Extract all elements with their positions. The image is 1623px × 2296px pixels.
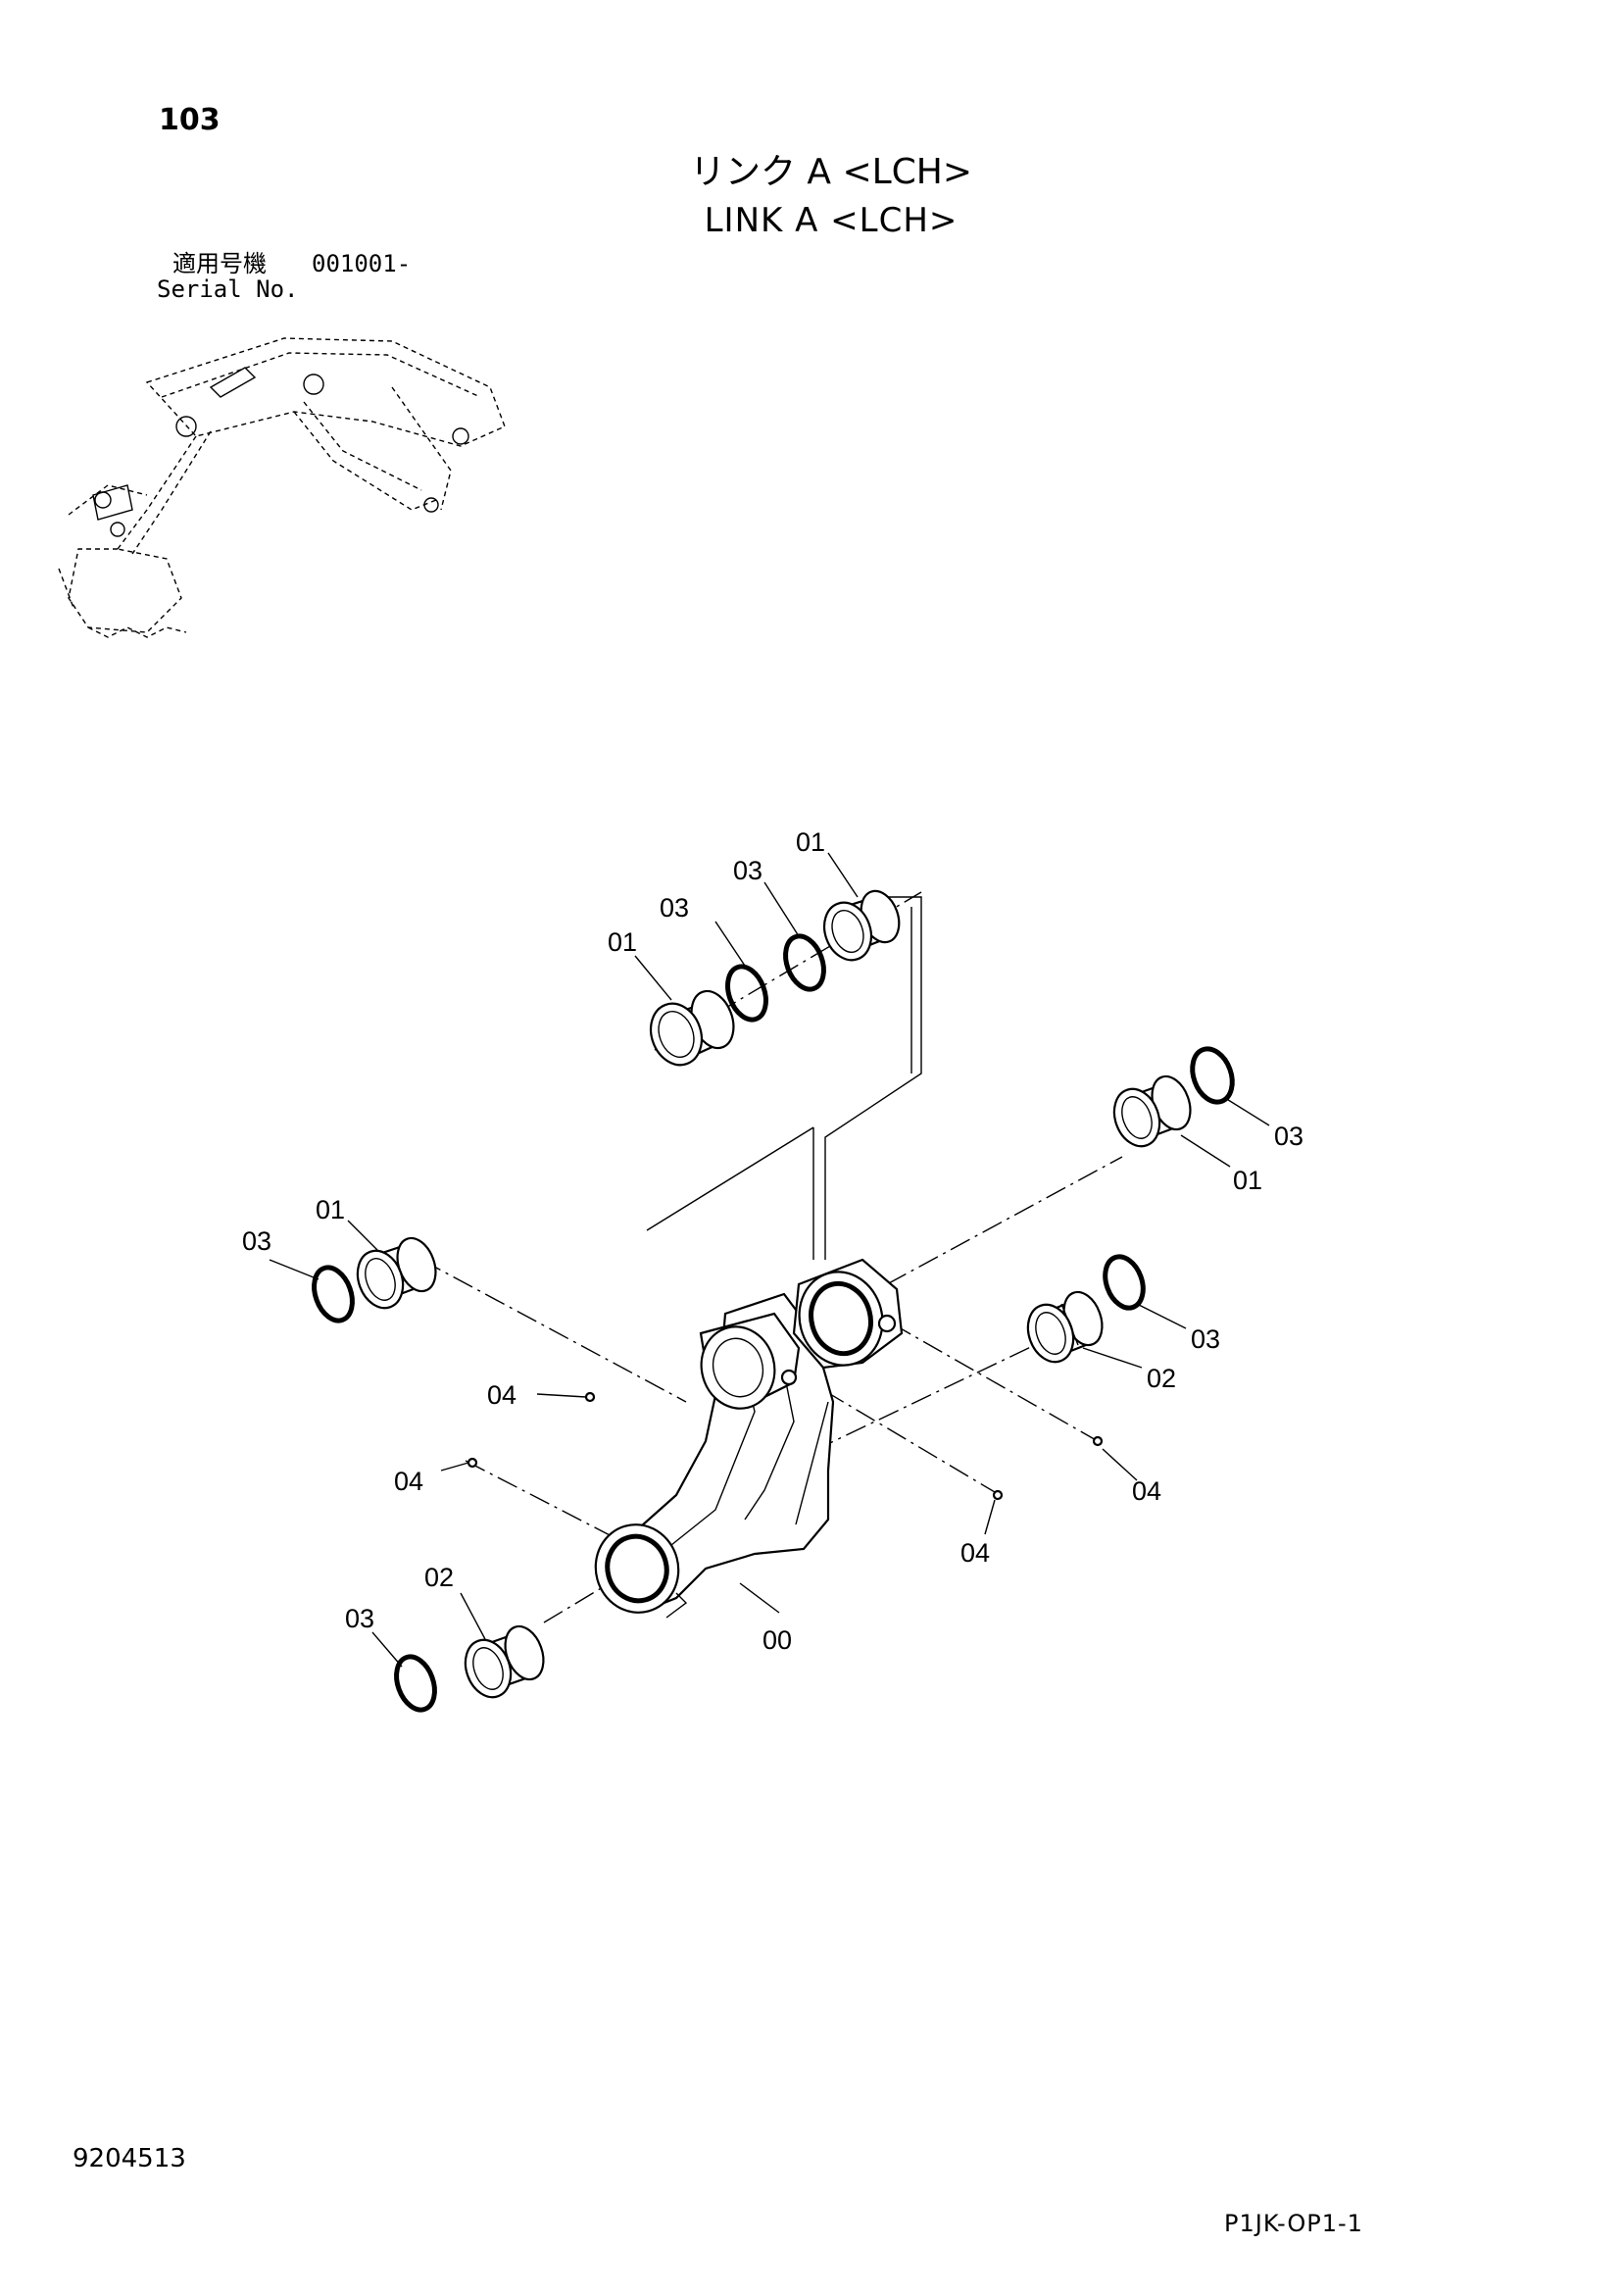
- callout-01-left: 01: [316, 1195, 345, 1224]
- serial-label-japanese: 適用号機: [172, 250, 267, 277]
- serial-label-english: Serial No.: [157, 275, 299, 303]
- bushing-right-upper: [1112, 1074, 1192, 1148]
- page-number: 103: [159, 103, 221, 137]
- seal-rings: [312, 933, 1235, 1713]
- bushing-bottom: [464, 1624, 545, 1699]
- page-title-english: LINK A <LCH>: [704, 201, 959, 240]
- callout-01-top-left: 01: [608, 927, 637, 957]
- callout-01-right-upper: 01: [1233, 1166, 1262, 1195]
- excavator-thumbnail: [58, 337, 506, 638]
- callout-04-left-upper: 04: [487, 1380, 516, 1410]
- page-title-japanese: リンク A <LCH>: [689, 152, 973, 192]
- bushing-right-mid: [1026, 1290, 1104, 1364]
- callout-03-top-mid: 03: [660, 893, 689, 923]
- callout-04-left-lower: 04: [394, 1467, 423, 1496]
- bushing-left: [356, 1236, 437, 1310]
- callout-02-right: 02: [1147, 1364, 1176, 1393]
- serial-number-value: 001001-: [312, 250, 412, 277]
- link-a-body: [594, 1258, 904, 1619]
- callout-04-right: 04: [1132, 1476, 1161, 1506]
- callout-04-center: 04: [960, 1538, 990, 1568]
- callout-03-left: 03: [242, 1226, 271, 1256]
- callout-03-bottom: 03: [345, 1604, 374, 1633]
- excavator-thumbnail-solid: [92, 367, 469, 537]
- bushing-top-left: [649, 989, 735, 1067]
- callout-03-right-mid: 03: [1191, 1324, 1220, 1354]
- callout-00-link: 00: [762, 1625, 792, 1655]
- callout-02-bottom: 02: [424, 1563, 454, 1592]
- grease-fittings: [467, 1391, 1104, 1501]
- callout-03-top-right: 03: [733, 856, 762, 885]
- callout-01-top-right: 01: [796, 827, 825, 857]
- callout-03-right-upper: 03: [1274, 1122, 1303, 1151]
- callout-leaders: [269, 852, 1270, 1668]
- document-number: 9204513: [73, 2144, 186, 2173]
- bushing-top-right: [822, 889, 901, 962]
- page-code: P1JK-OP1-1: [1224, 2210, 1363, 2237]
